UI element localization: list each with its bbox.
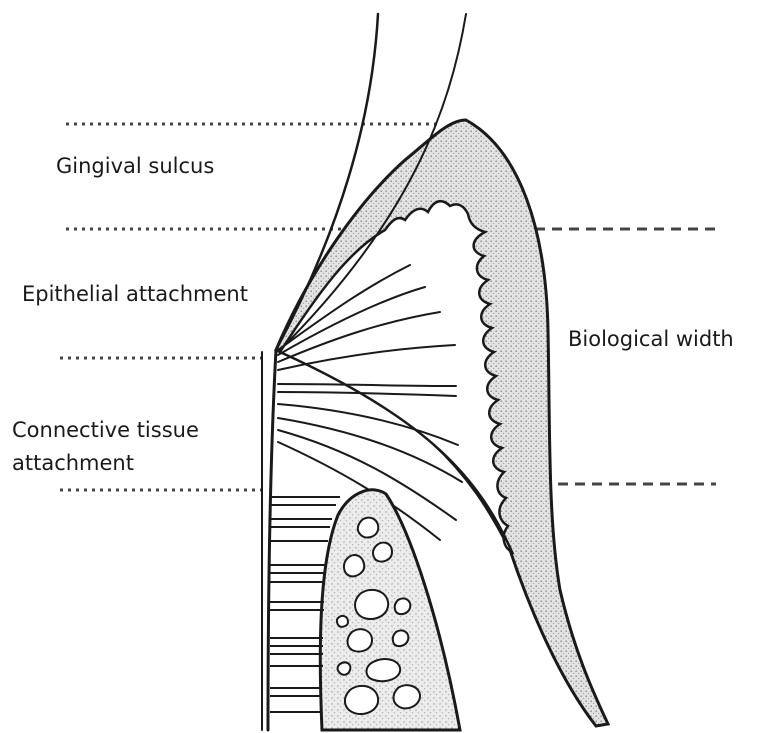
alveolar-bone <box>320 490 460 730</box>
epithelial-attachment-label: Epithelial attachment <box>22 278 248 311</box>
marrow-space <box>338 662 351 674</box>
marrow-space <box>358 518 378 538</box>
marrow-space <box>393 630 409 646</box>
marrow-space <box>395 598 411 614</box>
marrow-space <box>344 555 364 576</box>
marrow-space <box>348 629 373 651</box>
marrow-space <box>394 685 421 708</box>
connective-tissue-label-line2: attachment <box>12 447 199 480</box>
biological-width-label: Biological width <box>568 323 734 356</box>
connective-tissue-label-line1: Connective tissue <box>12 414 199 447</box>
bone-crest <box>320 490 460 730</box>
marrow-space <box>345 686 378 714</box>
marrow-space <box>373 543 392 562</box>
marrow-space <box>337 616 348 627</box>
marrow-space <box>355 590 388 619</box>
gingival-sulcus-label: Gingival sulcus <box>56 150 214 183</box>
gingival-connective-tissue <box>280 201 512 552</box>
marrow-space <box>367 659 401 681</box>
connective-tissue-attachment-label: Connective tissue attachment <box>12 414 199 480</box>
